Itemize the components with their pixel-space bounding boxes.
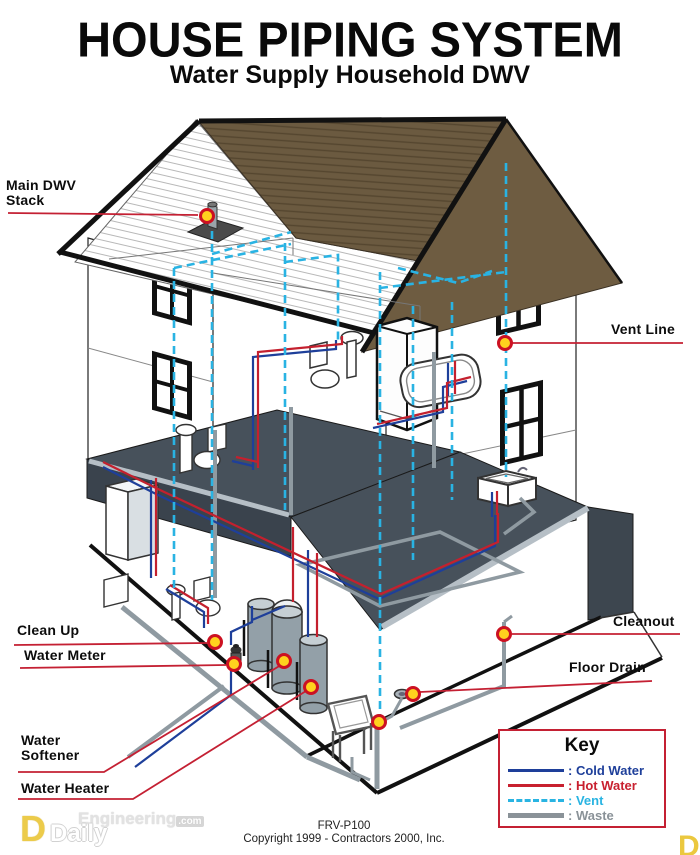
- watermark-d-logo: D: [20, 808, 46, 849]
- leader-floor-drain: [419, 680, 653, 693]
- waste-line-swatch: [508, 812, 564, 818]
- label-water-softener: Water Softener: [21, 733, 79, 763]
- floor-line-left: [87, 347, 214, 383]
- label-clean-up: Clean Up: [17, 622, 80, 638]
- label-cleanout: Cleanout: [613, 613, 675, 629]
- sink-basin: [175, 423, 197, 437]
- sink-pedestal: [171, 591, 181, 621]
- dot-water-softener: [276, 653, 292, 669]
- label-main-dwv-stack: Main DWV Stack: [6, 178, 76, 208]
- legend-title: Key: [564, 735, 600, 756]
- label-water-heater: Water Heater: [21, 780, 110, 796]
- dot-main-dwv-stack: [199, 208, 215, 224]
- dot-vent-line: [497, 335, 513, 351]
- dot-water-meter: [226, 656, 242, 672]
- dot-floor-drain: [405, 686, 421, 702]
- leader-main-dwv-stack: [7, 212, 199, 216]
- vent-pipes: [172, 163, 508, 722]
- kitchen-sink: [477, 466, 537, 508]
- waste-pipes: [120, 352, 537, 789]
- legend-row-cold-water: : Cold Water: [500, 762, 664, 778]
- legend-label: : Cold Water: [568, 762, 645, 778]
- copyright-text: Copyright 1999 - Contractors 2000, Inc.: [243, 833, 445, 845]
- watermark-corner-d-logo: D: [678, 830, 700, 855]
- storage-tank: [299, 633, 328, 715]
- toilet-bowl: [310, 369, 340, 389]
- bathtub: [399, 353, 482, 409]
- label-floor-drain: Floor Drain: [569, 659, 646, 675]
- toilet: [193, 576, 211, 602]
- page-title: HOUSE PIPING SYSTEM: [77, 11, 623, 68]
- laundry-tub: [326, 694, 376, 762]
- window: [152, 350, 192, 421]
- legend-row-waste: : Waste: [500, 807, 664, 823]
- utility-box-small: [103, 573, 129, 608]
- leader-water-softener: [18, 664, 282, 773]
- watermark-engineering: Engineering.com: [78, 809, 204, 829]
- dot-stack-base: [371, 714, 387, 730]
- callout-dots: [199, 208, 513, 730]
- dot-clean-up: [207, 634, 223, 650]
- label-line: Stack: [6, 192, 45, 208]
- roof-gable-edge-front: [359, 117, 509, 354]
- leader-clean-up: [13, 642, 208, 646]
- sink-pedestal: [346, 339, 357, 379]
- hot-water-line-swatch: [508, 783, 564, 787]
- roof-edge-right: [504, 118, 624, 284]
- bathroom-basement: [103, 573, 221, 621]
- cold-water-line-swatch: [508, 768, 564, 772]
- leader-lines: [7, 212, 683, 800]
- model-number: FRV-P100: [317, 820, 371, 832]
- dot-cleanout: [496, 626, 512, 642]
- daily-engineering-watermark: D Engineering.com Daily: [18, 806, 218, 852]
- watermark-engineering-text: Engineering: [78, 809, 177, 828]
- label-vent-line: Vent Line: [611, 321, 676, 337]
- page-subtitle: Water Supply Household DWV: [169, 61, 531, 89]
- basement-tanks: [242, 597, 328, 715]
- roof-gable-edge-left: [56, 119, 201, 256]
- toilet: [309, 341, 328, 369]
- leader-water-meter: [19, 664, 227, 669]
- legend-row-vent: : Vent: [500, 792, 664, 808]
- legend-label: : Vent: [568, 792, 604, 808]
- window: [500, 379, 543, 467]
- roof-eave: [59, 249, 375, 336]
- legend-box: Key : Cold Water : Hot Water : Vent : Wa…: [498, 729, 666, 828]
- vent-line-swatch: [508, 798, 564, 802]
- roof-ridge: [198, 116, 507, 124]
- watermark-daily: Daily: [50, 820, 108, 847]
- label-line: Main DWV: [6, 177, 77, 193]
- legend-label: : Hot Water: [568, 777, 637, 793]
- legend-row-hot-water: : Hot Water: [500, 777, 664, 793]
- label-line: Softener: [21, 747, 80, 763]
- watermark-com-badge: .com: [176, 816, 204, 827]
- legend-label: : Waste: [568, 807, 614, 823]
- label-line: Water: [21, 732, 61, 748]
- roof: [56, 116, 624, 354]
- leader-water-heater: [18, 690, 307, 800]
- label-water-meter: Water Meter: [24, 647, 106, 663]
- dot-water-heater: [303, 679, 319, 695]
- bathroom-second-floor: [309, 330, 364, 389]
